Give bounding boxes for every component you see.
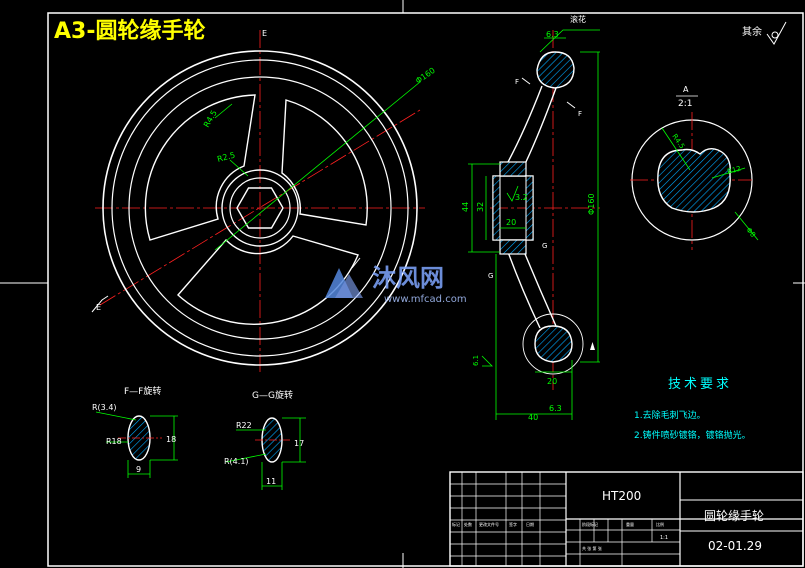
rev-header-mark: 标记 <box>452 521 460 527</box>
weight-header: 重量 <box>626 521 634 527</box>
rim-outer-2 <box>111 59 409 357</box>
section-f-height: 18 <box>166 435 176 444</box>
roughness-other: 其余 <box>742 21 787 45</box>
section-g-title: G—G旋转 <box>252 389 293 401</box>
side-top-note: 滚花 <box>570 14 586 24</box>
roughness-symbol-icon <box>766 21 787 45</box>
section-f-r-top: R(3.4) <box>92 403 117 412</box>
dim-diameter-line <box>214 81 421 251</box>
tech-req-item-1: 1.去除毛刺飞边。 <box>634 409 706 421</box>
rev-header-file: 更改文件号 <box>479 521 499 527</box>
section-g-height: 17 <box>294 439 304 448</box>
dim-r1: R4.5 <box>202 109 219 129</box>
rim-outer <box>102 50 418 366</box>
rev-header-sign: 签字 <box>509 521 517 527</box>
detail-dim-a: R4.5 <box>670 133 686 151</box>
detail-view-a: A 2:1 R4.5 R12 Φ8 <box>630 85 759 250</box>
drawing-no: 02-01.29 <box>708 539 762 553</box>
side-view: 6.3 滚花 F F G G 44 32 3.2 20 Φ160 20 40 6… <box>461 14 600 422</box>
side-mark-f-right: F <box>578 110 582 118</box>
side-bottom-width: 20 <box>547 377 557 386</box>
hub-outer <box>221 169 299 247</box>
window-top-right <box>281 99 368 226</box>
title-block <box>449 471 804 567</box>
side-top-rough: 6.3 <box>546 30 559 39</box>
section-f-width: 9 <box>136 465 141 474</box>
side-height: Φ160 <box>587 193 596 215</box>
rim-section-bottom <box>534 325 573 363</box>
section-f-r-left: R18 <box>106 437 122 446</box>
detail-dim-b: R12 <box>726 165 741 176</box>
dim-r2: R2.5 <box>216 151 236 164</box>
scale-header: 比例 <box>656 521 664 527</box>
section-g-r-bottom: R(4.1) <box>224 457 249 466</box>
front-center-lines <box>95 30 425 375</box>
side-left-rough: 6.1 <box>472 355 480 366</box>
section-mark-e-bottom: E <box>96 303 101 312</box>
watermark-logo-icon <box>325 268 363 298</box>
front-view: Φ160 R4.5 R2.5 E E <box>91 29 437 375</box>
side-total-width: 40 <box>528 413 538 422</box>
window-top-left <box>144 94 256 241</box>
roughness-other-label: 其余 <box>742 25 762 38</box>
rev-header-count: 处数 <box>464 521 472 527</box>
hub-inner <box>229 177 291 239</box>
window-bottom <box>177 235 359 325</box>
section-f-title: F—F旋转 <box>124 385 161 397</box>
sheet-info: 共 张 第 张 <box>582 545 602 551</box>
title-block-text: 标记 处数 更改文件号 签字 日期 阶段标记 重量 比例 1:1 共 张 第 张… <box>452 489 764 553</box>
watermark: 沐风网 www.mfcad.com <box>325 264 467 305</box>
tech-requirements: 技术要求 1.去除毛刺飞边。 2.铸件喷砂镀铬，镀铬抛光。 <box>634 377 751 441</box>
section-g-width: 11 <box>266 477 276 486</box>
watermark-brand: 沐风网 <box>372 264 444 292</box>
stage-header: 阶段标记 <box>582 521 598 527</box>
side-bottom-rough: 6.3 <box>549 404 562 413</box>
watermark-url: www.mfcad.com <box>384 294 467 305</box>
side-mark-g-left: G <box>488 272 493 280</box>
side-mark-f-left: F <box>515 78 519 86</box>
rim-inner-2 <box>128 76 392 340</box>
material: HT200 <box>602 489 641 503</box>
detail-section <box>657 147 731 213</box>
side-mark-g-right: G <box>542 242 547 250</box>
scale-value: 1:1 <box>660 535 668 541</box>
section-mark-e-top: E <box>262 29 267 38</box>
tech-req-title: 技术要求 <box>668 377 732 392</box>
side-hub-inner: 32 <box>476 202 485 212</box>
side-hub-width: 20 <box>506 218 516 227</box>
hub-hexagon <box>236 187 284 229</box>
section-g-r-top: R22 <box>236 421 252 430</box>
side-hub-rough: 3.2 <box>515 193 528 202</box>
tech-req-item-2: 2.铸件喷砂镀铬，镀铬抛光。 <box>634 429 751 441</box>
section-g: G—G旋转 R22 R(4.1) 17 11 <box>224 389 306 490</box>
rev-header-date: 日期 <box>526 521 534 527</box>
detail-scale: 2:1 <box>678 99 692 109</box>
section-f: F—F旋转 R(3.4) R18 18 9 <box>92 385 178 478</box>
detail-label: A <box>683 85 689 94</box>
rim-section-top <box>536 51 575 89</box>
side-hub-outer: 44 <box>461 202 470 212</box>
part-name: 圆轮缘手轮 <box>704 509 764 523</box>
dim-outer-dia: Φ160 <box>414 66 437 86</box>
drawing-title: A3-圆轮缘手轮 <box>54 18 205 44</box>
